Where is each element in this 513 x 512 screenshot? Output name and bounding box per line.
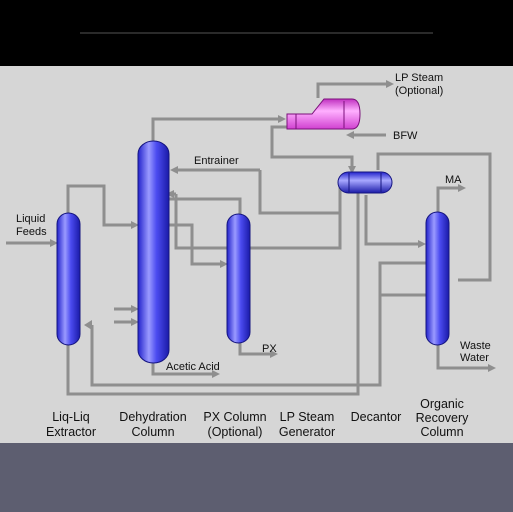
pipe-decantor-organic [364, 195, 420, 246]
ma-label: MA [445, 174, 462, 186]
arrow-ma [458, 184, 466, 192]
pipe-recovery-reflux [376, 152, 492, 282]
arrow-acetic-acid [212, 370, 220, 378]
arrow-decantor-organic [418, 240, 426, 248]
pipe-ma [436, 186, 460, 215]
pipes [6, 80, 496, 396]
pipe-px-overhead [168, 197, 242, 217]
pipe-waste-water [436, 342, 490, 370]
arrow-px-out [270, 350, 278, 358]
lp-steam-label: LP Steam(Optional) [395, 72, 443, 97]
pipe-decantor-aqueous [174, 194, 342, 250]
arrow-extractor-to-dehydration [131, 221, 139, 229]
pipe-sg-to-decantor [270, 125, 354, 168]
footer-band [0, 443, 513, 512]
arrow-liquid-feeds [50, 239, 58, 247]
arrow-recycle-extractor [84, 320, 92, 330]
arrow-overhead-to-sg [278, 115, 286, 123]
px-column-caption: PX Column(Optional) [203, 410, 266, 439]
acetic-acid-label: Acetic Acid [166, 361, 220, 373]
arrow-entrainer [170, 166, 178, 174]
pipe-entrainer-loop [258, 170, 342, 215]
pipe-extractor-to-dehydration [66, 184, 133, 227]
pipe-lp-steam [316, 82, 388, 98]
pipe-acetic-acid [151, 360, 214, 376]
arrow-stub-2 [131, 318, 139, 326]
pipe-overhead-to-sg [151, 117, 280, 143]
arrow-sg-to-decantor [348, 166, 356, 174]
organic-recovery-column [425, 211, 450, 346]
arrow-waste-water [488, 364, 496, 372]
decantor-vessel [337, 171, 393, 194]
arrow-stub-1 [131, 305, 139, 313]
extractor-column [56, 212, 81, 346]
pipe-recycle-extractor [90, 261, 426, 387]
arrow-dehydration-to-px [220, 260, 228, 268]
pipe-dehydration-to-px [168, 223, 222, 266]
entrainer-label: Entrainer [194, 155, 239, 167]
decantor-caption: Decantor [351, 410, 402, 424]
bfw-label: BFW [393, 130, 418, 142]
steam-generator-vessel [286, 98, 361, 130]
arrow-aqueous [166, 190, 174, 198]
dehydration-column [137, 140, 170, 364]
px-column [226, 213, 251, 344]
pipe-extractor-bottom [66, 192, 360, 396]
pipe-px-out [238, 340, 272, 356]
pipe-recovery-side [378, 263, 426, 297]
arrow-bfw [346, 131, 354, 139]
arrow-lp-steam [386, 80, 394, 88]
px-label: PX [262, 343, 277, 355]
